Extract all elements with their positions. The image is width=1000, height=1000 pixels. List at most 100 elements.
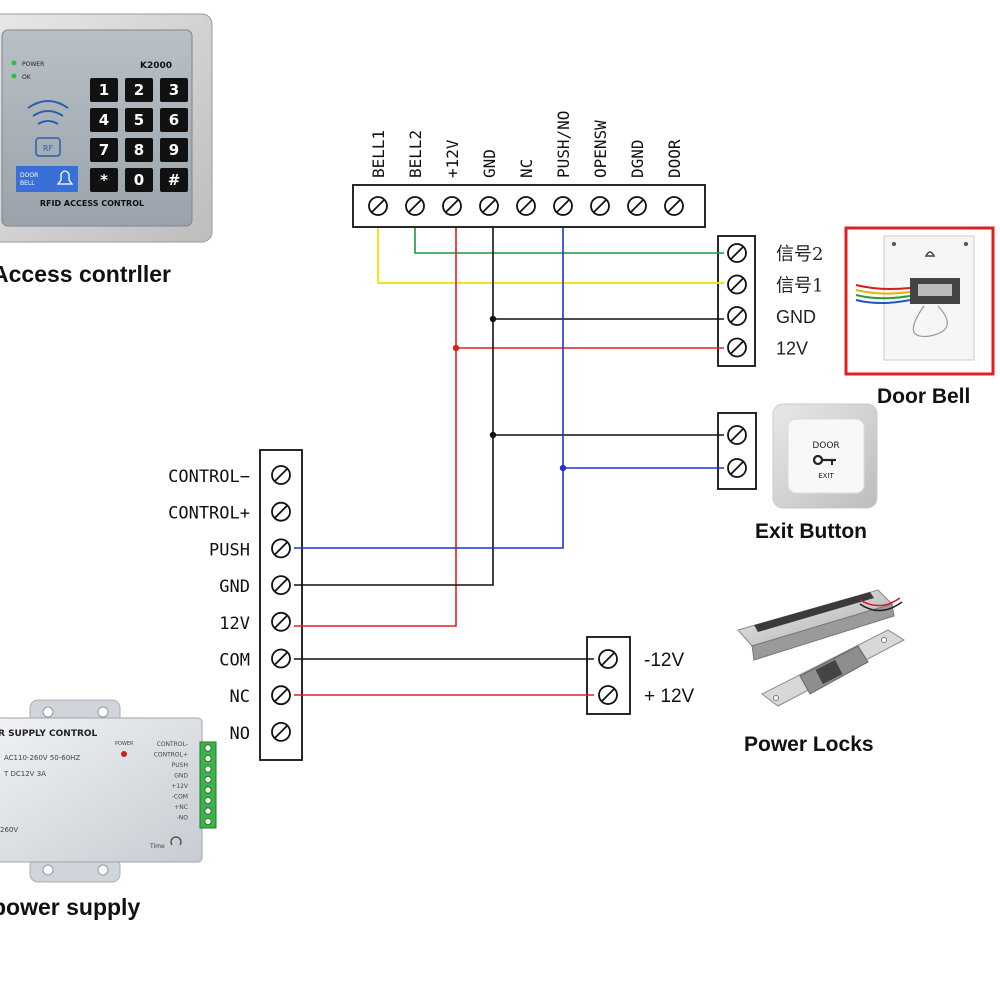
controller-terminal-label: BELL1 [369, 130, 388, 178]
doorbell-label-door: DOOR [20, 172, 38, 179]
screw-icon [598, 685, 618, 705]
keypad-key[interactable] [160, 168, 188, 192]
psu-spec-input: AC110-260V 50-60HZ [4, 754, 80, 762]
wire-yellow [377, 228, 724, 284]
psu-spec-output: T DC12V 3A [3, 770, 46, 778]
psu-side-label: -COM [172, 794, 188, 801]
psu-green-terminal-hole [204, 796, 212, 805]
doorbell-wire-red [855, 284, 911, 290]
doorbell-module-label [918, 284, 952, 296]
screw-icon [727, 306, 747, 326]
screw-icon [271, 648, 291, 669]
controller-terminal-screw [516, 196, 536, 216]
exit-button-caption: Exit Button [755, 520, 867, 543]
keypad-key[interactable] [160, 108, 188, 132]
keypad-key[interactable] [125, 78, 153, 102]
exit-button-face[interactable] [787, 418, 865, 494]
psu-terminal-label: CONTROL− [168, 467, 250, 487]
psu-hole [42, 706, 54, 718]
psu-time-knob-icon [170, 836, 182, 846]
psu-side-label: CONTROL+ [154, 752, 188, 759]
junction-dot [452, 344, 460, 352]
screw-icon [727, 243, 747, 263]
doorbell-screw-left [892, 242, 896, 246]
screw-icon [271, 501, 291, 522]
lock-terminal-label: + 12V [644, 686, 695, 707]
exit-terminal-screw [727, 458, 747, 478]
key-icon [812, 454, 836, 466]
doorbell-caption: Door Bell [877, 385, 970, 408]
doorbell-terminal-label: 信号2 [776, 244, 823, 265]
wire-black-main [294, 228, 494, 586]
keypad-key[interactable] [125, 168, 153, 192]
psu-green-terminal-hole [204, 754, 212, 763]
keypad-key[interactable] [90, 168, 118, 192]
doorbell-screw-right [964, 242, 968, 246]
keypad-key-label: 0 [134, 171, 144, 189]
psu-time-label: Time [149, 843, 165, 850]
keypad-key[interactable] [90, 108, 118, 132]
controller-terminal-screw [664, 196, 684, 216]
screw-icon [405, 196, 425, 216]
wire-blue-main [294, 228, 564, 549]
psu-header: R SUPPLY CONTROL [0, 729, 98, 739]
ok-led [11, 73, 17, 79]
psu-green-terminal [199, 741, 217, 829]
keypad-key-label: 4 [99, 111, 109, 129]
keypad-key[interactable] [160, 78, 188, 102]
psu-terminal-screw [271, 575, 291, 595]
controller-terminal-label: +12V [443, 139, 462, 178]
psu-terminal-screw [271, 501, 291, 522]
doorbell-hook-icon [924, 251, 936, 257]
screw-icon [271, 538, 291, 559]
bell-icon [56, 170, 74, 185]
psu-terminal-screw [271, 465, 291, 485]
doorbell-wire-yellow [855, 289, 911, 295]
screw-icon [553, 196, 573, 216]
screw-icon [271, 465, 291, 485]
psu-terminal-label: PUSH [209, 540, 250, 560]
controller-brand: K2000 [140, 61, 172, 71]
doorbell-terminal-label: 12V [776, 339, 808, 359]
doorbell-terminal-screw [727, 274, 747, 295]
lock-terminal-label: -12V [644, 650, 684, 671]
keypad-key-label: # [168, 171, 181, 189]
rf-signal-icon [27, 100, 69, 125]
screw-icon [516, 196, 536, 216]
controller-terminal-screw [479, 196, 499, 216]
keypad-key[interactable] [125, 108, 153, 132]
screw-icon [368, 196, 388, 216]
psu-green-terminal-hole [204, 775, 212, 784]
keypad-key[interactable] [125, 138, 153, 162]
doorbell-wire-green [855, 294, 911, 300]
lock-terminal-screw [598, 685, 618, 705]
psu-hole [97, 864, 109, 876]
psu-terminal-label: NC [230, 687, 250, 707]
screw-icon [590, 196, 610, 216]
psu-terminal-housing [259, 449, 303, 761]
psu-terminal-label: GND [219, 577, 250, 597]
controller-terminal-label: DGND [628, 139, 647, 178]
psu-side-label: +NC [174, 804, 188, 811]
keypad-key[interactable] [90, 138, 118, 162]
doorbell-terminal-label: GND [776, 307, 816, 327]
psu-hole [97, 706, 109, 718]
psu-green-terminal-hole [204, 807, 212, 815]
doorbell-button[interactable] [16, 166, 78, 192]
psu-side-label: GND [174, 773, 188, 780]
keypad-key[interactable] [160, 138, 188, 162]
doorbell-wire-blue [855, 299, 911, 304]
controller-terminal-screw [627, 196, 647, 216]
psu-caption: power supply [0, 894, 140, 920]
controller-terminal-label: BELL2 [406, 130, 425, 178]
psu-green-terminal-hole [204, 786, 212, 794]
screw-icon [627, 196, 647, 216]
psu-side-label: CONTROL- [157, 741, 188, 748]
exit-button-text-bottom: EXIT [818, 472, 834, 480]
keypad-key[interactable] [90, 78, 118, 102]
keypad-key-label: * [100, 171, 108, 189]
screw-icon [479, 196, 499, 216]
screw-icon [727, 337, 747, 358]
